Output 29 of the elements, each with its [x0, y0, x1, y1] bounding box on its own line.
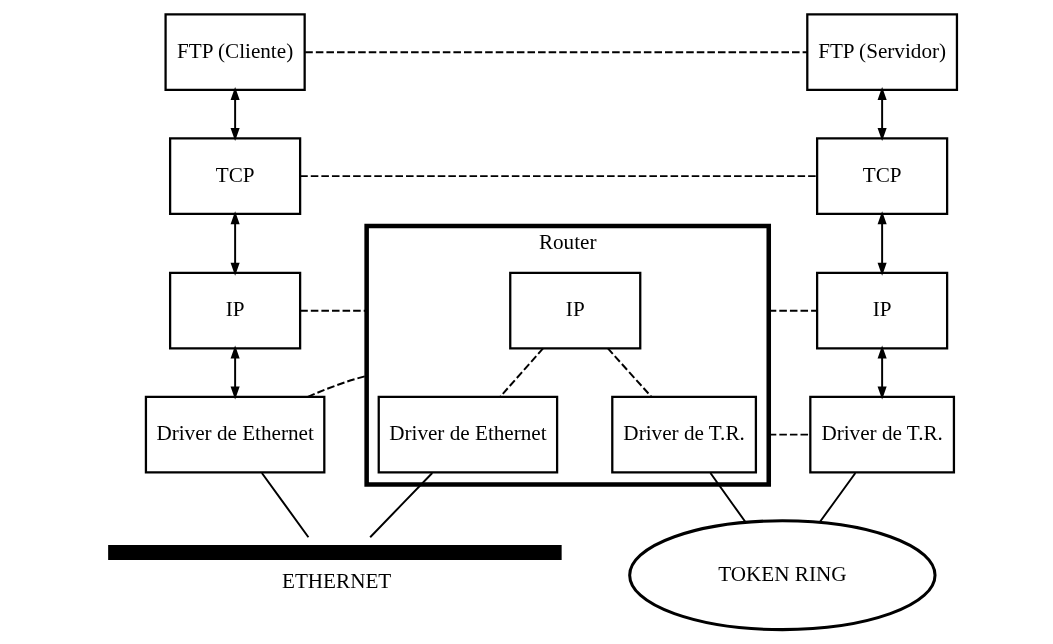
arrow — [877, 86, 887, 141]
node-box: TCP — [169, 137, 302, 216]
node-box — [108, 544, 562, 561]
arrow — [877, 211, 887, 276]
connector — [304, 51, 809, 54]
arrow — [230, 86, 240, 141]
node-box: IP — [169, 271, 302, 350]
node-box: Driver de T.R. — [611, 395, 758, 474]
connector — [369, 472, 434, 539]
node-ellipse: TOKEN RING — [628, 519, 937, 632]
node-box: IP — [509, 271, 642, 350]
node-box: Driver de Ethernet — [144, 395, 326, 474]
node-box: Driver de Ethernet — [377, 395, 559, 474]
node-box: FTP (Servidor) — [806, 13, 959, 92]
arrow — [877, 345, 887, 400]
node-box: Driver de T.R. — [809, 395, 956, 474]
arrow — [230, 211, 240, 276]
connector — [709, 472, 747, 524]
arrow — [230, 345, 240, 400]
connector — [606, 347, 653, 398]
node-box: FTP (Cliente) — [164, 13, 306, 92]
connector — [818, 472, 857, 524]
connector — [299, 175, 818, 178]
connector — [260, 472, 310, 539]
node-label: ETHERNET — [281, 569, 392, 594]
connector — [306, 374, 368, 398]
connector — [299, 309, 368, 312]
node-box: IP — [816, 271, 949, 350]
node-box: TCP — [816, 137, 949, 216]
